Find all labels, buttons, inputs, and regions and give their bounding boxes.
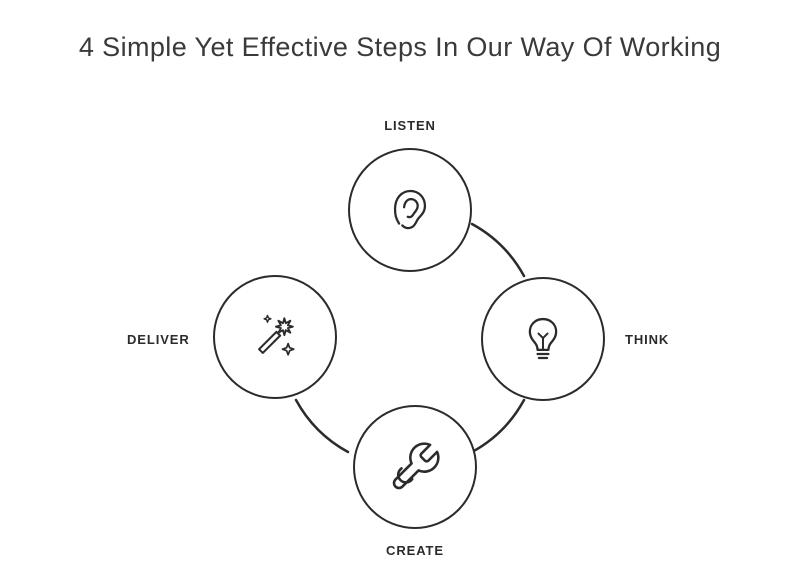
arc-create-deliver <box>294 398 350 454</box>
lightbulb-icon <box>528 317 558 360</box>
step-label-create: CREATE <box>386 543 444 558</box>
arc-listen-think <box>470 222 526 278</box>
step-node-listen <box>348 148 472 272</box>
arc-think-create <box>470 398 526 454</box>
step-label-deliver: DELIVER <box>127 332 190 347</box>
wrench-hand-icon <box>392 442 440 490</box>
magic-wand-icon <box>258 314 295 356</box>
page-title: 4 Simple Yet Effective Steps In Our Way … <box>78 32 722 62</box>
step-node-create <box>353 405 477 529</box>
step-label-listen: LISTEN <box>384 118 436 133</box>
step-node-deliver <box>213 275 337 399</box>
step-node-think <box>481 277 605 401</box>
step-label-think: THINK <box>625 332 670 347</box>
ear-icon <box>393 189 427 230</box>
